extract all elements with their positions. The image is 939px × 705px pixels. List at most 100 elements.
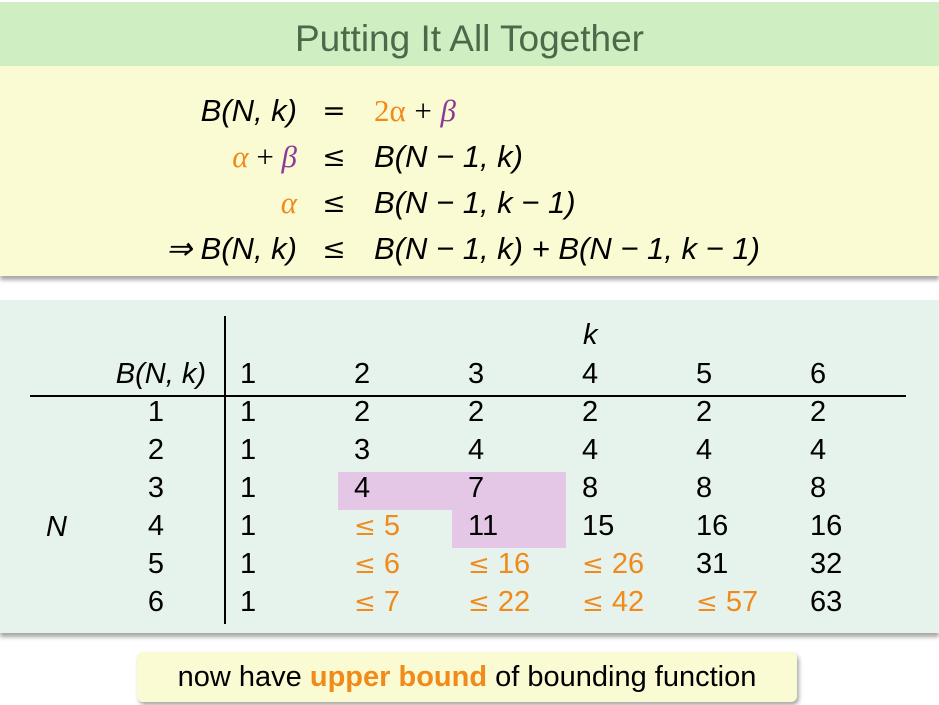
cell-n1-k1: 1 xyxy=(240,396,257,428)
cell-n5-k2: ≤ 6 xyxy=(354,545,400,583)
table-vertical-rule xyxy=(224,316,226,624)
formula-block: B(N, k) = 2α + β α + β ≤ B(N − 1, k) α ≤… xyxy=(0,66,939,276)
cell-value: 6 xyxy=(375,548,400,580)
formula-4-rel: ≤ xyxy=(322,232,346,265)
formula-row-2: α + β ≤ B(N − 1, k) xyxy=(0,134,939,180)
cell-n4-k6: 16 xyxy=(810,510,843,542)
formula-2-rhs: B(N − 1, k) xyxy=(374,139,524,174)
cell-value: 7 xyxy=(375,586,400,618)
cell-n1-k6: 2 xyxy=(810,396,827,428)
leq-symbol: ≤ xyxy=(354,588,376,618)
cell-n1-k5: 2 xyxy=(696,396,713,428)
formula-1-rhs-alpha: 2α xyxy=(374,93,406,128)
cell-n6-k1: 1 xyxy=(240,586,257,618)
cell-n5-k3: ≤ 16 xyxy=(468,545,530,583)
leq-symbol: ≤ xyxy=(582,588,604,618)
n-label-1: 1 xyxy=(147,396,164,428)
cell-n5-k5: 31 xyxy=(696,548,729,580)
leq-symbol: ≤ xyxy=(582,550,604,580)
cell-n3-k1: 1 xyxy=(240,472,257,504)
formula-1-rhs-beta: β xyxy=(440,93,456,128)
cell-n1-k3: 2 xyxy=(468,396,485,428)
note-before: now have xyxy=(177,661,302,693)
n-label-4: 4 xyxy=(147,510,164,542)
cell-n2-k3: 4 xyxy=(468,434,485,466)
highlight-row4 xyxy=(452,510,566,548)
formula-2-lhs-beta: β xyxy=(281,139,297,174)
cell-value: 16 xyxy=(489,548,531,580)
cell-n5-k4: ≤ 26 xyxy=(582,545,644,583)
note-after: of bounding function xyxy=(495,661,757,693)
cell-n1-k2: 2 xyxy=(354,396,371,428)
cell-value: 42 xyxy=(603,586,645,618)
n-label-3: 3 xyxy=(147,472,164,504)
cell-n3-k3: 7 xyxy=(468,472,485,504)
cell-n6-k4: ≤ 42 xyxy=(582,583,644,621)
leq-symbol: ≤ xyxy=(354,550,376,580)
cell-n2-k6: 4 xyxy=(810,434,827,466)
n-axis-label: N xyxy=(46,511,67,543)
cell-n3-k6: 8 xyxy=(810,472,827,504)
n-label-5: 5 xyxy=(147,548,164,580)
formula-1-rhs: 2α + β xyxy=(374,88,456,134)
formula-3-rhs: B(N − 1, k − 1) xyxy=(374,185,576,220)
cell-n2-k4: 4 xyxy=(582,434,599,466)
formula-1-lhs: B(N, k) xyxy=(200,93,297,128)
formula-2-lhs: α + β xyxy=(232,134,297,180)
cell-n6-k2: ≤ 7 xyxy=(354,583,400,621)
cell-n4-k4: 15 xyxy=(582,510,615,542)
formula-row-4: ⇒ B(N, k) ≤ B(N − 1, k) + B(N − 1, k − 1… xyxy=(0,226,939,272)
cell-n3-k5: 8 xyxy=(696,472,713,504)
note-box: now have upper bound of bounding functio… xyxy=(137,652,797,702)
table-horizontal-rule xyxy=(30,395,906,397)
formula-2-lhs-alpha: α xyxy=(232,139,249,174)
cell-n6-k6: 63 xyxy=(810,586,843,618)
cell-n3-k4: 8 xyxy=(582,472,599,504)
formula-2-rel: ≤ xyxy=(322,140,346,173)
k-header-2: 2 xyxy=(354,358,371,390)
cell-value: 5 xyxy=(375,510,400,542)
formula-3-rel: ≤ xyxy=(322,186,346,219)
cell-n5-k1: 1 xyxy=(240,548,257,580)
cell-n4-k1: 1 xyxy=(240,510,257,542)
cell-n3-k2: 4 xyxy=(354,472,371,504)
formula-2-lhs-plus: + xyxy=(256,139,274,174)
cell-n1-k4: 2 xyxy=(582,396,599,428)
cell-n2-k1: 1 xyxy=(240,434,257,466)
formula-1-rel: = xyxy=(322,94,346,127)
k-axis-label: k xyxy=(583,319,598,351)
k-header-6: 6 xyxy=(810,358,827,390)
cell-n6-k5: ≤ 57 xyxy=(696,583,758,621)
k-header-4: 4 xyxy=(582,358,599,390)
cell-value: 22 xyxy=(489,586,531,618)
cell-n6-k3: ≤ 22 xyxy=(468,583,530,621)
k-header-3: 3 xyxy=(468,358,485,390)
cell-n4-k5: 16 xyxy=(696,510,729,542)
k-header-5: 5 xyxy=(696,358,713,390)
cell-n4-k2: ≤ 5 xyxy=(354,507,400,545)
cell-n2-k5: 4 xyxy=(696,434,713,466)
leq-symbol: ≤ xyxy=(354,512,376,542)
note-emphasis: upper bound xyxy=(309,661,488,693)
slide-title: Putting It All Together xyxy=(295,18,644,59)
highlight-row3 xyxy=(338,472,566,510)
cell-n4-k3: 11 xyxy=(468,510,499,542)
leq-symbol: ≤ xyxy=(468,588,490,618)
n-label-2: 2 xyxy=(147,434,164,466)
formula-1-rhs-plus: + xyxy=(414,93,432,128)
cell-value: 57 xyxy=(717,586,759,618)
title-bar: Putting It All Together xyxy=(0,0,939,68)
corner-label: B(N, k) xyxy=(115,358,206,390)
cell-n2-k2: 3 xyxy=(354,434,371,466)
leq-symbol: ≤ xyxy=(696,588,718,618)
cell-n5-k6: 32 xyxy=(810,548,843,580)
formula-4-rhs: B(N − 1, k) + B(N − 1, k − 1) xyxy=(374,231,760,266)
formula-3-lhs: α xyxy=(280,185,297,220)
leq-symbol: ≤ xyxy=(468,550,490,580)
formula-row-1: B(N, k) = 2α + β xyxy=(0,88,939,134)
cell-value: 26 xyxy=(603,548,645,580)
formula-row-3: α ≤ B(N − 1, k − 1) xyxy=(0,180,939,226)
formula-4-lhs: ⇒ B(N, k) xyxy=(165,231,297,266)
n-label-6: 6 xyxy=(147,586,164,618)
